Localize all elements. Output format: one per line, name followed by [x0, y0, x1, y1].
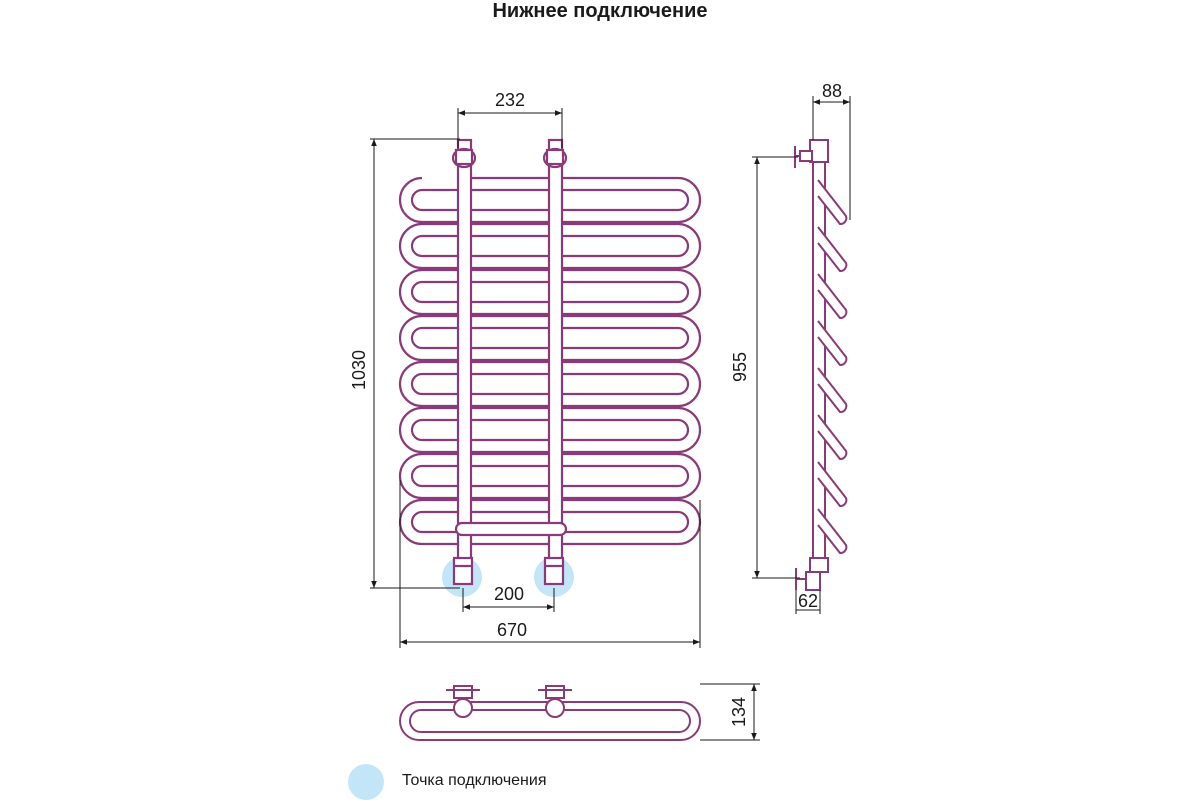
legend-label: Точка подключения — [402, 772, 547, 789]
loop-inner — [410, 326, 690, 350]
loop-inner — [410, 280, 690, 304]
top-mount-right — [542, 147, 568, 169]
side-rung — [817, 273, 848, 319]
dim-pipe-spacing-top: 232 — [495, 90, 525, 110]
plan-view — [399, 685, 701, 741]
front-view — [398, 138, 702, 597]
loop-outer — [398, 406, 702, 454]
vertical-pipe-left — [456, 138, 473, 567]
side-rung — [817, 226, 848, 272]
loop-inner — [410, 234, 690, 258]
dim-total-width: 670 — [497, 620, 527, 640]
loop-outer — [398, 452, 702, 500]
dim-side-offset: 62 — [798, 591, 818, 611]
side-dimensions — [752, 96, 851, 614]
bottom-fitting-left — [452, 556, 474, 586]
side-rung — [817, 320, 848, 366]
loop-inner — [410, 372, 690, 396]
loop-outer — [398, 314, 702, 362]
loop-inner — [410, 510, 690, 534]
bottom-bridge-pipe — [454, 521, 568, 537]
top-mount-left — [451, 147, 477, 169]
dim-total-height: 1030 — [349, 350, 369, 390]
loop-inner — [410, 188, 690, 212]
side-rung — [817, 367, 848, 413]
dim-bottom-depth: 134 — [729, 697, 749, 727]
page-title: Нижнее подключение — [492, 0, 708, 22]
side-rung — [817, 508, 848, 554]
plan-dimensions — [700, 683, 760, 741]
connection-point-legend-icon — [348, 764, 384, 800]
side-rung — [817, 461, 848, 507]
loop-inner — [410, 464, 690, 488]
serpentine-loops — [398, 176, 702, 546]
loop-inner — [410, 418, 690, 442]
dim-side-depth: 88 — [822, 81, 842, 101]
bottom-fitting-right — [543, 556, 565, 586]
dim-connection-spacing: 200 — [494, 584, 524, 604]
side-view — [794, 139, 848, 591]
side-rung — [817, 414, 848, 460]
dim-side-height: 955 — [730, 352, 750, 382]
loop-outer — [398, 498, 702, 546]
side-rung — [817, 179, 848, 225]
loop-outer — [398, 360, 702, 408]
front-dimensions — [370, 108, 701, 648]
loop-outer — [398, 222, 702, 270]
loop-outer — [398, 268, 702, 316]
vertical-pipe-right — [547, 138, 564, 567]
loop-outer — [398, 176, 702, 224]
